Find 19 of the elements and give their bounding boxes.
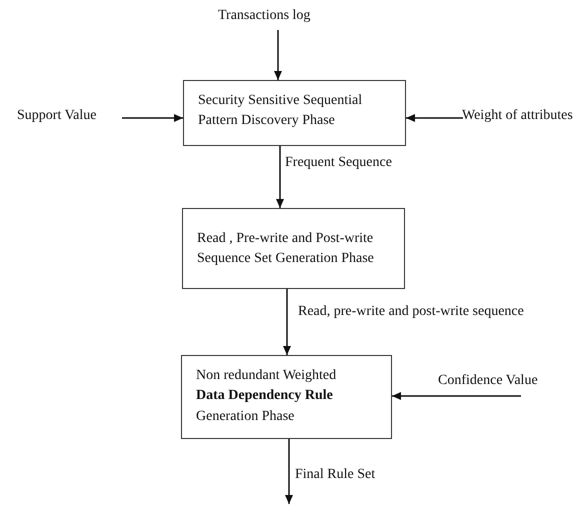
process-box [183, 80, 406, 146]
edge-label: Frequent Sequence [285, 155, 392, 171]
input-label: Confidence Value [438, 373, 548, 393]
box-text: Read , Pre-write and Post-write Sequence Set Generation Phase [197, 230, 375, 268]
box-text: Security Sensitive Sequential Pattern Discovery Phase [198, 92, 364, 130]
input-label: Weight of attributes [462, 108, 577, 128]
input-label: Support Value [17, 108, 107, 128]
process-box [181, 355, 392, 439]
process-box [182, 208, 405, 289]
arrow [406, 114, 463, 122]
input-label: Transactions log [218, 8, 338, 28]
arrow [274, 30, 282, 80]
arrow [285, 439, 293, 504]
arrow [122, 114, 183, 122]
edge-label: Read, pre-write and post-write sequence [298, 304, 524, 320]
box-text: Non redundant Weighted Data Dependency Rule Generation Phase [196, 367, 338, 426]
arrow [392, 392, 521, 400]
arrow [276, 146, 284, 208]
arrow [283, 289, 291, 355]
